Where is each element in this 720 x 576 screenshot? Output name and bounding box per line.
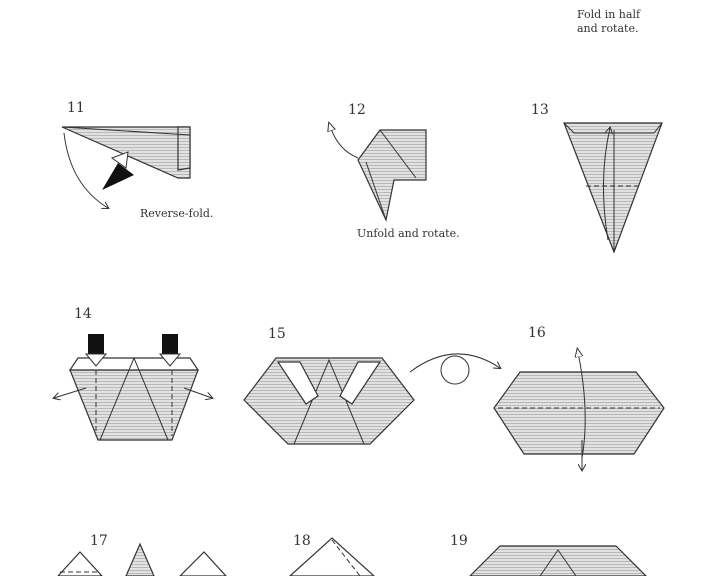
step-14-paper — [69, 369, 199, 441]
push-arrow-icon — [102, 151, 134, 190]
flip-over-icon — [409, 353, 500, 385]
caption-reverse-fold: Reverse-fold. — [140, 207, 214, 220]
caption-fold-in-half: Fold in half and rotate. — [577, 8, 640, 36]
step-number-13: 13 — [531, 102, 549, 118]
step-15-paper — [243, 357, 415, 445]
step-19-diagram — [469, 545, 647, 576]
step-11-edge — [177, 126, 191, 171]
fold-arrow-icon — [63, 132, 108, 208]
step-number-16: 16 — [528, 325, 546, 341]
caption-line-1: Fold in half — [577, 8, 641, 21]
step-number-18: 18 — [293, 533, 311, 549]
step-12-diagram — [330, 126, 427, 222]
step-number-19: 19 — [450, 533, 468, 549]
caption-unfold-rotate: Unfold and rotate. — [357, 227, 460, 240]
step-15-flap-right — [339, 361, 382, 405]
step-17-diagram — [57, 542, 227, 576]
step-number-15: 15 — [268, 326, 286, 342]
step-18-diagram — [289, 537, 375, 576]
step-number-14: 14 — [74, 306, 92, 322]
step-16-diagram — [493, 352, 665, 470]
step-13-paper — [563, 122, 663, 254]
step-13-diagram — [563, 122, 663, 254]
step-15-flap-left — [276, 361, 319, 405]
push-arrow-icon — [84, 334, 182, 367]
step-14-top-strip — [68, 357, 200, 371]
unfold-arrow-icon — [330, 126, 359, 159]
cropped-caption-fragment: ──── — [122, 0, 149, 6]
step-11-diagram — [61, 126, 191, 208]
step-12-paper — [357, 129, 427, 222]
step-number-17: 17 — [90, 533, 108, 549]
step-16-paper — [493, 371, 665, 455]
step-number-11: 11 — [67, 100, 85, 116]
caption-line-2: and rotate. — [577, 22, 639, 35]
step-15-diagram — [243, 357, 415, 445]
step-number-12: 12 — [348, 102, 366, 118]
step-14-diagram — [54, 334, 212, 441]
